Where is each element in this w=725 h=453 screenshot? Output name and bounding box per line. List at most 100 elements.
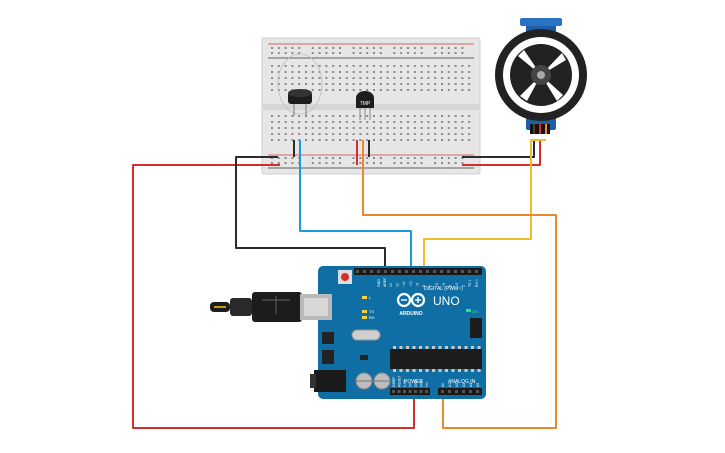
- rail-hole: [413, 52, 416, 54]
- header-hole[interactable]: [356, 270, 359, 273]
- header-hole[interactable]: [412, 270, 415, 273]
- chip-pin: [438, 346, 442, 349]
- terminal-hole: [447, 139, 450, 141]
- terminal-hole: [454, 71, 457, 73]
- wire-servo-power-red[interactable]: [462, 140, 541, 166]
- header-hole[interactable]: [397, 390, 401, 393]
- terminal-hole: [359, 71, 362, 73]
- header-hole[interactable]: [408, 390, 412, 393]
- header-hole[interactable]: [414, 390, 417, 393]
- temperature-sensor[interactable]: TMP: [356, 91, 374, 120]
- terminal-hole: [413, 77, 416, 79]
- header-hole[interactable]: [462, 390, 465, 393]
- terminal-hole: [352, 89, 355, 91]
- terminal-hole: [393, 89, 396, 91]
- header-hole[interactable]: [469, 390, 472, 393]
- terminal-hole: [271, 139, 273, 141]
- terminal-hole: [277, 127, 280, 129]
- terminal-hole: [311, 139, 314, 141]
- reset-button[interactable]: [341, 273, 349, 281]
- arduino-uno-board[interactable]: UNO ARDUINO DIGITAL (PWM~) POWER ANALOG …: [210, 266, 486, 399]
- rail-hole: [441, 157, 443, 159]
- pin-label: A5: [476, 383, 480, 387]
- terminal-hole: [352, 127, 355, 129]
- terminal-hole: [332, 65, 335, 67]
- header-hole[interactable]: [403, 390, 406, 393]
- terminal-hole: [454, 89, 457, 91]
- terminal-hole: [379, 89, 382, 91]
- header-hole[interactable]: [419, 270, 422, 273]
- header-hole[interactable]: [476, 390, 479, 393]
- wire-servo-signal-yellow[interactable]: [423, 139, 546, 270]
- terminal-hole: [345, 115, 348, 117]
- rail-hole: [393, 52, 396, 54]
- terminal-hole: [298, 127, 301, 129]
- header-hole[interactable]: [475, 270, 478, 273]
- rail-hole: [277, 47, 280, 49]
- header-hole[interactable]: [419, 390, 423, 393]
- header-hole[interactable]: [363, 270, 366, 273]
- on-led-label: ON: [472, 309, 478, 314]
- terminal-hole: [277, 83, 280, 85]
- terminal-hole: [379, 71, 382, 73]
- terminal-hole: [407, 83, 409, 85]
- rail-hole: [284, 47, 287, 49]
- rail-hole: [447, 52, 450, 54]
- pin-label: A3: [462, 383, 466, 387]
- terminal-hole: [393, 77, 396, 79]
- terminal-hole: [366, 139, 369, 141]
- header-hole[interactable]: [447, 270, 450, 273]
- header-hole[interactable]: [377, 270, 380, 273]
- terminal-hole: [427, 115, 430, 117]
- header-hole[interactable]: [426, 270, 429, 273]
- terminal-hole: [366, 83, 369, 85]
- terminal-hole: [434, 115, 437, 117]
- terminal-hole: [352, 133, 355, 135]
- header-hole[interactable]: [392, 390, 395, 393]
- header-hole[interactable]: [440, 270, 443, 273]
- terminal-hole: [352, 83, 355, 85]
- terminal-hole: [298, 83, 301, 85]
- header-hole[interactable]: [370, 270, 373, 273]
- header-hole[interactable]: [391, 270, 394, 273]
- terminal-hole: [339, 121, 341, 123]
- rail-hole: [291, 47, 294, 49]
- wire-5v-red[interactable]: [132, 164, 415, 429]
- header-hole[interactable]: [398, 270, 401, 273]
- servo-hub: [537, 71, 545, 79]
- header-hole[interactable]: [461, 270, 464, 273]
- terminal-hole: [291, 65, 294, 67]
- header-hole[interactable]: [425, 390, 428, 393]
- wire-buzzer-blue[interactable]: [299, 140, 412, 270]
- terminal-hole: [311, 71, 314, 73]
- header-hole[interactable]: [405, 270, 408, 273]
- header-hole[interactable]: [441, 390, 444, 393]
- header-hole[interactable]: [433, 270, 436, 273]
- header-hole[interactable]: [384, 270, 387, 273]
- wire-gnd-black[interactable]: [235, 156, 386, 270]
- terminal-hole: [325, 115, 328, 117]
- terminal-hole: [271, 121, 273, 123]
- wire-sensor-orange[interactable]: [362, 140, 557, 429]
- wire-servo-gnd-black[interactable]: [462, 140, 535, 158]
- terminal-hole: [386, 139, 389, 141]
- terminal-hole: [277, 65, 280, 67]
- header-hole[interactable]: [455, 390, 458, 393]
- terminal-hole: [373, 139, 375, 141]
- chip-pin: [464, 346, 468, 349]
- terminal-hole: [413, 127, 416, 129]
- sensor-body: [356, 91, 374, 108]
- rail-hole: [454, 162, 457, 164]
- header-hole[interactable]: [468, 270, 471, 273]
- buzzer[interactable]: [277, 53, 323, 116]
- terminal-hole: [325, 121, 328, 123]
- header-hole[interactable]: [448, 390, 451, 393]
- terminal-hole: [379, 139, 382, 141]
- header-hole[interactable]: [454, 270, 457, 273]
- chip-pin: [393, 369, 396, 372]
- terminal-hole: [393, 133, 396, 135]
- pin-label: 7: [429, 285, 433, 287]
- rail-hole: [407, 162, 409, 164]
- servo-motor[interactable]: [495, 18, 587, 134]
- terminal-hole: [379, 133, 382, 135]
